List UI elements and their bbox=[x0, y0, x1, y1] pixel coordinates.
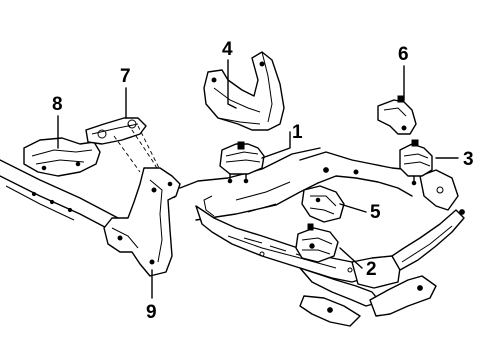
callout-5: 5 bbox=[370, 202, 381, 223]
callout-1: 1 bbox=[292, 122, 303, 143]
engine-mount-part-6 bbox=[377, 95, 417, 135]
callout-7: 7 bbox=[120, 66, 131, 87]
callout-numbers: 1 2 3 4 5 6 7 8 9 bbox=[52, 39, 474, 323]
callout-6: 6 bbox=[398, 44, 409, 65]
callout-9: 9 bbox=[146, 302, 157, 323]
transaxle-mount-part-8 bbox=[23, 137, 101, 177]
leader-lines bbox=[57, 59, 459, 299]
callout-8: 8 bbox=[52, 94, 63, 115]
engine-mount-part-3 bbox=[399, 139, 433, 186]
callout-4: 4 bbox=[222, 39, 233, 60]
engine-mount-part-1 bbox=[219, 141, 265, 184]
engine-cradle bbox=[179, 147, 465, 327]
engine-mount-part-2 bbox=[295, 223, 339, 263]
torque-strut-part-7 bbox=[85, 117, 147, 145]
callout-3: 3 bbox=[463, 149, 474, 170]
body-frame-rails bbox=[0, 159, 119, 235]
mount-bracket-part-4 bbox=[203, 51, 285, 131]
mount-bracket-part-9 bbox=[103, 167, 181, 277]
mount-bracket-part-5 bbox=[301, 185, 345, 223]
callout-2: 2 bbox=[366, 259, 377, 280]
